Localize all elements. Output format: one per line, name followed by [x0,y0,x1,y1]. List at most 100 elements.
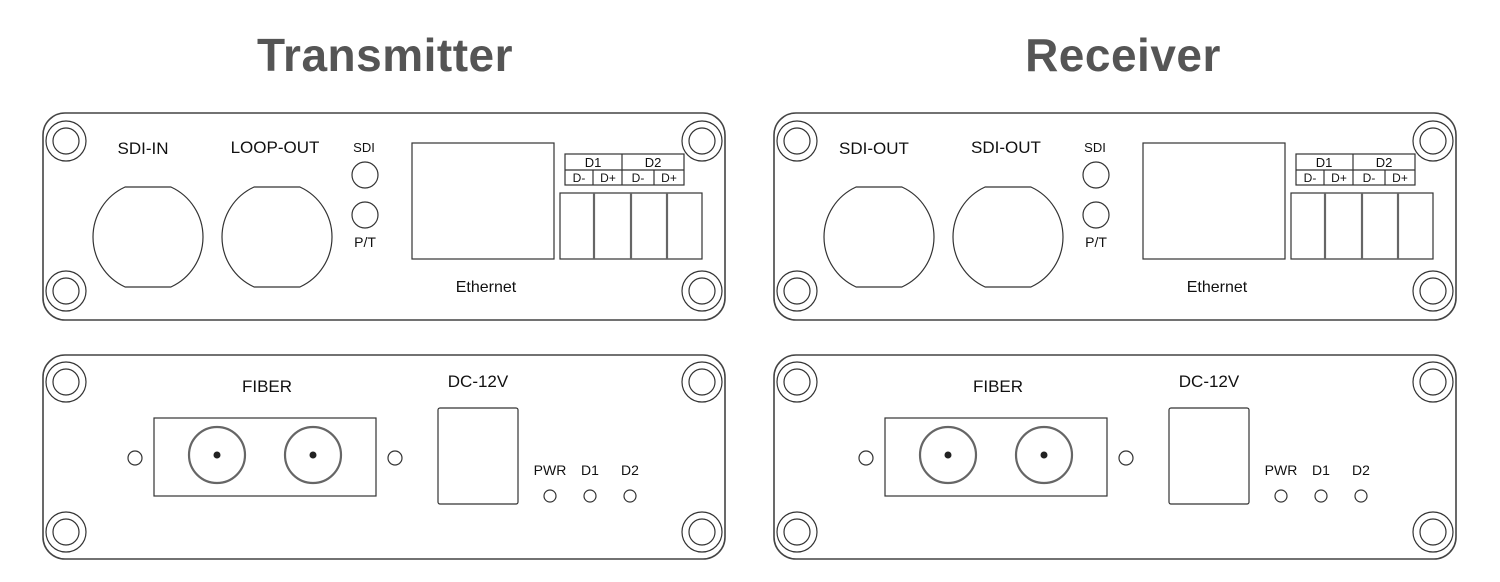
fiber-label: FIBER [242,377,292,396]
terminal-pin-label: D+ [1392,171,1408,185]
screw-inner-ring [783,518,811,546]
screw-outer-ring [45,120,87,162]
screw-icon [45,270,87,312]
ethernet-label: Ethernet [1187,279,1248,296]
screw-inner-ring [1419,277,1447,305]
ethernet-port [411,142,555,260]
screw-inner-ring [52,518,80,546]
back-panel-chassis [773,354,1457,560]
fiber-port-icon [918,425,978,485]
port1-label: SDI-IN [118,139,169,158]
terminal-pin-label: D- [1363,171,1376,185]
screw-inner-ring [688,518,716,546]
screw-inner-ring [783,368,811,396]
sdi-led-label: SDI [1084,140,1106,155]
screw-outer-ring [45,361,87,403]
screw-icon [681,361,723,403]
status-led-label: PWR [1265,462,1298,478]
screw-icon [681,270,723,312]
screw-icon [45,120,87,162]
status-led-icon [583,489,597,503]
terminal-group-label: D1 [1316,155,1333,170]
fiber-module-frame [884,417,1108,497]
port2-label: SDI-OUT [971,138,1041,157]
screw-outer-ring [776,120,818,162]
terminal-group-label: D2 [645,155,662,170]
pt-led-label: P/T [354,234,376,250]
fiber-module-frame [153,417,377,497]
screw-outer-ring [45,511,87,553]
pt-led-icon [1082,201,1110,229]
status-led-label: D1 [1312,462,1330,478]
screw-icon [45,511,87,553]
port2-label: LOOP-OUT [231,138,320,157]
sdi-led-label: SDI [353,140,375,155]
terminal-pin-label: D+ [600,171,616,185]
fiber-port-core [944,451,952,459]
screw-inner-ring [1419,127,1447,155]
pt-led-label: P/T [1085,234,1107,250]
status-led-label: D1 [581,462,599,478]
sdi-led-icon [1082,161,1110,189]
screw-outer-ring [1412,270,1454,312]
screw-inner-ring [783,127,811,155]
screw-inner-ring [52,277,80,305]
screw-outer-ring [776,270,818,312]
screw-icon [1412,511,1454,553]
terminal-pin-label: D- [632,171,645,185]
port1-label: SDI-OUT [839,139,909,158]
terminal-group-label: D2 [1376,155,1393,170]
sdi-bnc-port [92,186,204,288]
status-led-icon [1274,489,1288,503]
power-label: DC-12V [1179,372,1240,391]
fiber-mount-hole [387,450,403,466]
screw-icon [681,511,723,553]
fiber-mount-hole [127,450,143,466]
screw-icon [776,511,818,553]
screw-inner-ring [688,127,716,155]
screw-inner-ring [1419,368,1447,396]
screw-inner-ring [52,127,80,155]
screw-icon [1412,361,1454,403]
screw-inner-ring [783,277,811,305]
screw-outer-ring [681,120,723,162]
screw-icon [776,120,818,162]
sdi-bnc-port [952,186,1064,288]
screw-outer-ring [1412,120,1454,162]
screw-inner-ring [52,368,80,396]
power-jack [437,407,519,505]
screw-icon [45,361,87,403]
screw-icon [776,361,818,403]
ethernet-port [1142,142,1286,260]
fiber-port-icon [187,425,247,485]
screw-outer-ring [681,511,723,553]
sdi-bnc-port [823,186,935,288]
screw-outer-ring [1412,361,1454,403]
transmitter-title: Transmitter [256,29,514,81]
fiber-mount-hole [1118,450,1134,466]
terminal-pin-label: D- [573,171,586,185]
terminal-pin-label: D- [1304,171,1317,185]
terminal-group-label: D1 [585,155,602,170]
status-led-icon [543,489,557,503]
fiber-port-core [213,451,221,459]
sdi-led-icon [351,161,379,189]
fiber-port-icon [1014,425,1074,485]
fiber-mount-hole [858,450,874,466]
status-led-icon [1314,489,1328,503]
screw-outer-ring [45,270,87,312]
status-led-label: PWR [534,462,567,478]
status-led-label: D2 [621,462,639,478]
screw-outer-ring [776,511,818,553]
screw-icon [776,270,818,312]
screw-icon [681,120,723,162]
